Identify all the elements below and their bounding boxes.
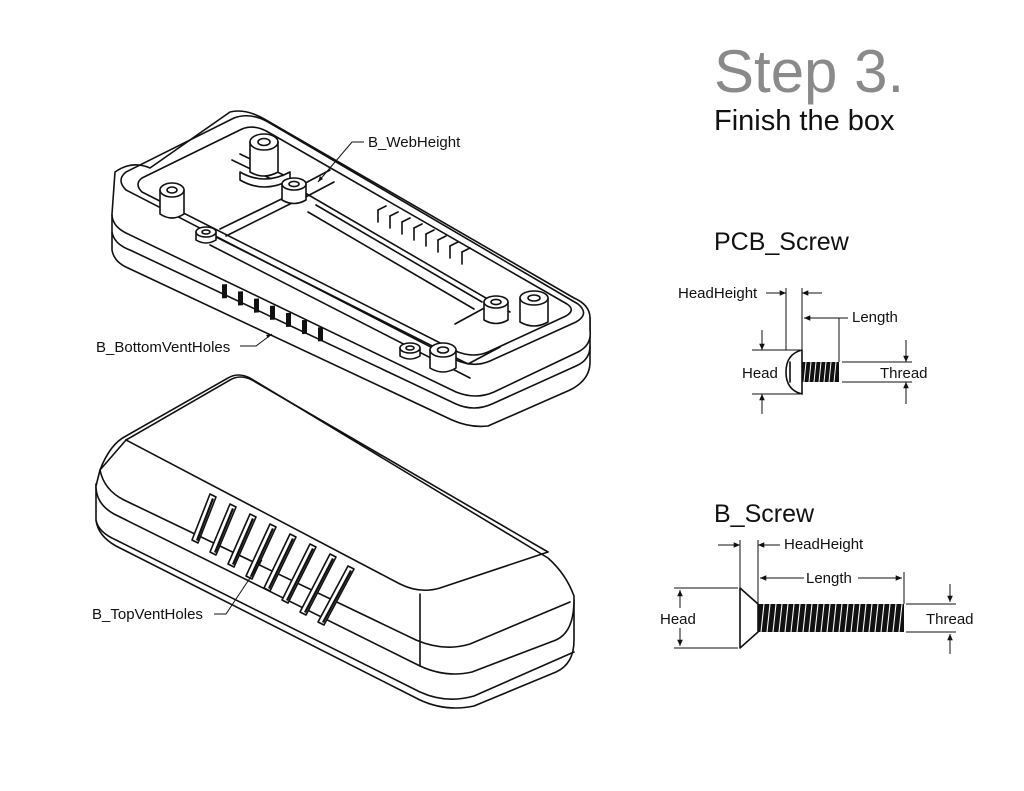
bottom-box-drawing xyxy=(111,110,592,428)
b-length-label: Length xyxy=(806,570,852,587)
pcb-length-label: Length xyxy=(852,309,898,326)
callout-web-height: B_WebHeight xyxy=(317,134,461,183)
step-title: Step 3. xyxy=(714,38,904,105)
b-thread-label: Thread xyxy=(926,611,974,628)
b-screw-thread-icon xyxy=(758,604,904,632)
bottom-vent-holes-label: B_BottomVentHoles xyxy=(96,339,230,356)
b-screw-heading: B_Screw xyxy=(714,500,815,528)
pcb-screw-heading: PCB_Screw xyxy=(714,228,850,256)
b-head-label: Head xyxy=(660,611,696,628)
pcb-thread-label: Thread xyxy=(880,365,928,382)
b-head-height-label: HeadHeight xyxy=(784,536,864,553)
top-vent-holes-label: B_TopVentHoles xyxy=(92,606,203,623)
pcb-head-height-label: HeadHeight xyxy=(678,285,758,302)
pcb-head-label: Head xyxy=(742,365,778,382)
web-height-label: B_WebHeight xyxy=(368,134,461,151)
callout-bottom-vent-holes: B_BottomVentHoles xyxy=(96,333,273,356)
step-subtitle: Finish the box xyxy=(714,105,895,137)
callout-top-vent-holes: B_TopVentHoles xyxy=(92,559,263,623)
pcb-screw-section: PCB_Screw HeadHeight Length Head Thread xyxy=(678,228,928,414)
top-lid-drawing xyxy=(95,374,575,709)
b-screw-section: B_Screw HeadHeight Length Head Thread xyxy=(660,500,974,654)
